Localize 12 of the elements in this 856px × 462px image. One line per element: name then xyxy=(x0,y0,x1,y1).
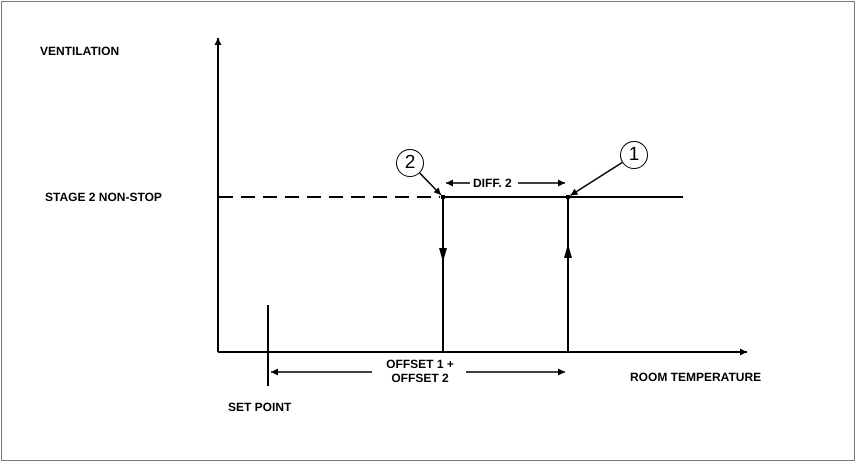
dimension-label: DIFF. 2 xyxy=(473,176,512,190)
callout-number: 2 xyxy=(396,149,424,177)
callout-number: 1 xyxy=(620,141,648,169)
point-label: SET POINT xyxy=(228,400,292,414)
leader-line xyxy=(419,172,442,196)
curve-corner xyxy=(566,195,570,199)
curve-corner xyxy=(441,195,445,199)
axis-title: VENTILATION xyxy=(40,44,120,58)
level-label: STAGE 2 NON-STOP xyxy=(45,190,162,204)
leader-line xyxy=(570,162,623,196)
dimension-label: OFFSET 1 + OFFSET 2 xyxy=(385,357,455,385)
axis-title: ROOM TEMPERATURE xyxy=(630,370,762,384)
